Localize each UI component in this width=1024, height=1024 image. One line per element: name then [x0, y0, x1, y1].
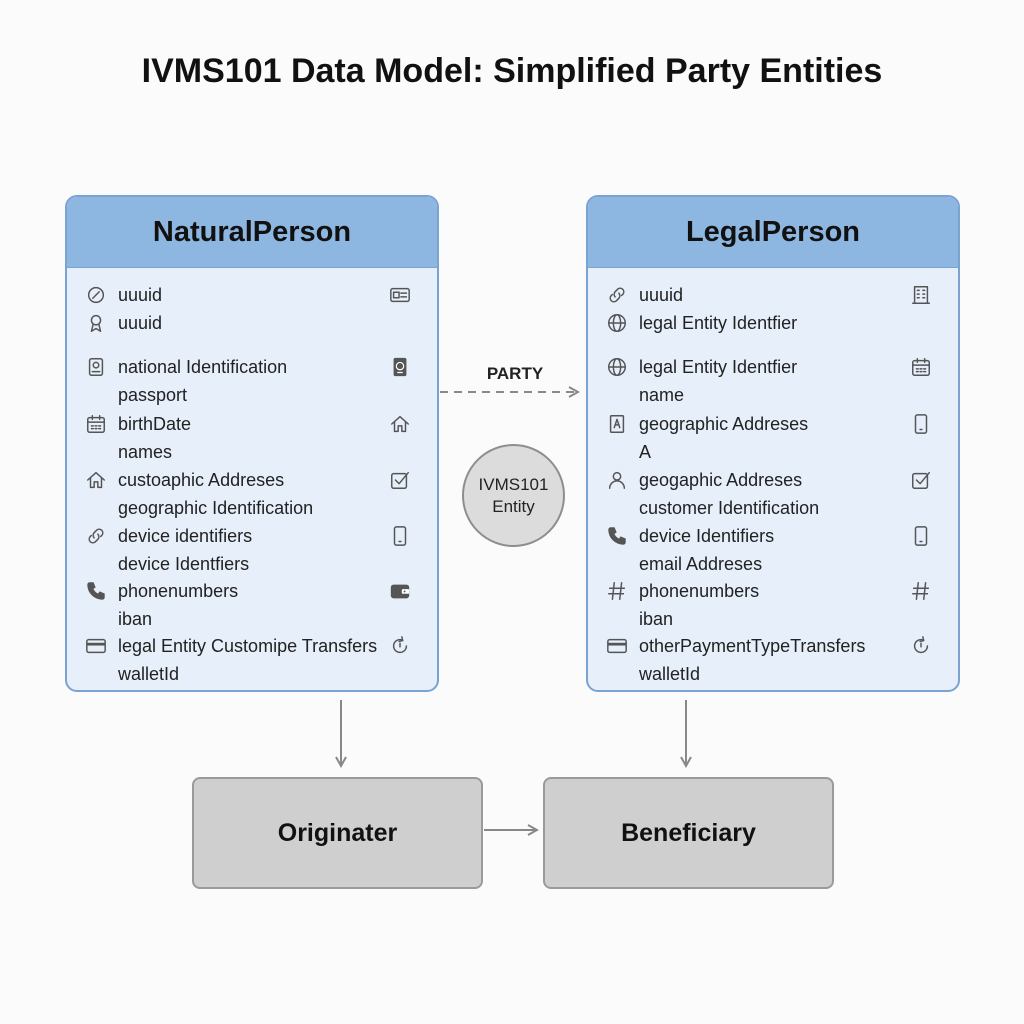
attribute-row: birthDate	[67, 410, 437, 438]
passport-icon	[388, 355, 412, 379]
attribute-label: otherPaymentTypeTransfers	[639, 636, 866, 656]
mobile-phone-icon	[388, 524, 412, 548]
attribute-row: name	[588, 381, 958, 409]
attribute-row: geographic Addreses	[588, 410, 958, 438]
attribute-row: phonenumbers	[588, 577, 958, 605]
natural-person-header: NaturalPerson	[67, 197, 437, 268]
attribute-label: geogaphic Addreses	[639, 470, 803, 490]
attribute-row: uuuid	[67, 281, 437, 309]
attribute-label: phonenumbers	[639, 581, 760, 601]
refresh-icon	[388, 634, 412, 658]
attribute-label: walletId	[639, 664, 701, 684]
phone-handset-icon	[85, 580, 107, 602]
attribute-label: legal Entity Identfier	[639, 357, 798, 377]
attribute-row: national Identification	[67, 353, 437, 381]
attribute-row: device Identifiers	[588, 522, 958, 550]
globe-icon	[606, 312, 628, 334]
attribute-label: customer Identification	[639, 498, 820, 518]
attribute-row: uuuid	[67, 309, 437, 337]
link-icon	[85, 525, 107, 547]
id-badge-icon	[85, 356, 107, 378]
phone-handset-icon	[606, 525, 628, 547]
attribute-label: names	[118, 442, 173, 462]
attribute-row: device Identfiers	[67, 550, 437, 578]
award-ribbon-icon	[85, 312, 107, 334]
attribute-row: A	[588, 438, 958, 466]
house-icon	[85, 469, 107, 491]
attribute-label: iban	[118, 609, 153, 629]
attribute-row: custoaphic Addreses	[67, 466, 437, 494]
document-a-icon	[606, 413, 628, 435]
calendar-icon	[909, 355, 933, 379]
attribute-row: iban	[588, 605, 958, 633]
circle-slash-icon	[85, 284, 107, 306]
link-icon	[606, 284, 628, 306]
attribute-label: phonenumbers	[118, 581, 239, 601]
attribute-label: name	[639, 385, 685, 405]
attribute-label: iban	[639, 609, 674, 629]
attribute-label: email Addreses	[639, 554, 763, 574]
credit-card-icon	[85, 635, 107, 657]
attribute-row: email Addreses	[588, 550, 958, 578]
attribute-label: device Identifiers	[639, 526, 775, 546]
hash-icon	[909, 579, 933, 603]
diagram-title: IVMS101 Data Model: Simplified Party Ent…	[141, 52, 883, 90]
user-icon	[606, 469, 628, 491]
attribute-label: uuuid	[118, 313, 163, 333]
attribute-label: geographic Addreses	[639, 414, 809, 434]
natural-person-card: NaturalPerson uuuid uuuid national Identif…	[65, 195, 439, 692]
entity-circle-line1: IVMS101	[478, 474, 549, 494]
attribute-row: walletId	[588, 660, 958, 688]
attribute-row: device identifiers	[67, 522, 437, 550]
attribute-row: customer Identification	[588, 494, 958, 522]
entity-circle-line2: Entity	[492, 496, 535, 516]
attribute-label: legal Entity Identfier	[639, 313, 798, 333]
attribute-row: legal Entity Identfier	[588, 309, 958, 337]
attribute-row: legal Entity Identfier	[588, 353, 958, 381]
attribute-label: device identifiers	[118, 526, 253, 546]
attribute-label: legal Entity Customipe Transfers	[118, 636, 378, 656]
party-label: PARTY	[486, 364, 544, 383]
checkbox-icon	[388, 468, 412, 492]
attribute-label: uuuid	[118, 285, 163, 305]
attribute-row: geographic Identification	[67, 494, 437, 522]
attribute-label: A	[639, 442, 652, 462]
attribute-label: walletId	[118, 664, 180, 684]
hash-icon	[606, 580, 628, 602]
attribute-row: uuuid	[588, 281, 958, 309]
credit-card-icon	[606, 635, 628, 657]
attribute-label: uuuid	[639, 285, 684, 305]
ivms101-entity-circle: IVMS101 Entity	[462, 444, 565, 547]
legal-person-card: LegalPerson uuuid legal Entity Identfier l…	[586, 195, 960, 692]
refresh-icon	[909, 634, 933, 658]
attribute-row: otherPaymentTypeTransfers	[588, 632, 958, 660]
globe-icon	[606, 356, 628, 378]
calendar-icon	[85, 413, 107, 435]
attribute-label: birthDate	[118, 414, 192, 434]
attribute-label: passport	[118, 385, 188, 405]
attribute-row: phonenumbers	[67, 577, 437, 605]
attribute-row: legal Entity Customipe Transfers	[67, 632, 437, 660]
checkbox-icon	[909, 468, 933, 492]
attribute-label: custoaphic Addreses	[118, 470, 285, 490]
wallet-icon	[388, 579, 412, 603]
attribute-row: names	[67, 438, 437, 466]
legal-person-header: LegalPerson	[588, 197, 958, 268]
attribute-row: iban	[67, 605, 437, 633]
beneficiary-box: Beneficiary	[543, 777, 834, 889]
id-card-icon	[388, 283, 412, 307]
originator-box: Originater	[192, 777, 483, 889]
attribute-label: geographic Identification	[118, 498, 314, 518]
attribute-row: walletId	[67, 660, 437, 688]
attribute-label: device Identfiers	[118, 554, 250, 574]
mobile-phone-icon	[909, 412, 933, 436]
building-icon	[909, 283, 933, 307]
mobile-phone-icon	[909, 524, 933, 548]
attribute-row: geogaphic Addreses	[588, 466, 958, 494]
attribute-label: national Identification	[118, 357, 288, 377]
attribute-row: passport	[67, 381, 437, 409]
house-icon	[388, 412, 412, 436]
